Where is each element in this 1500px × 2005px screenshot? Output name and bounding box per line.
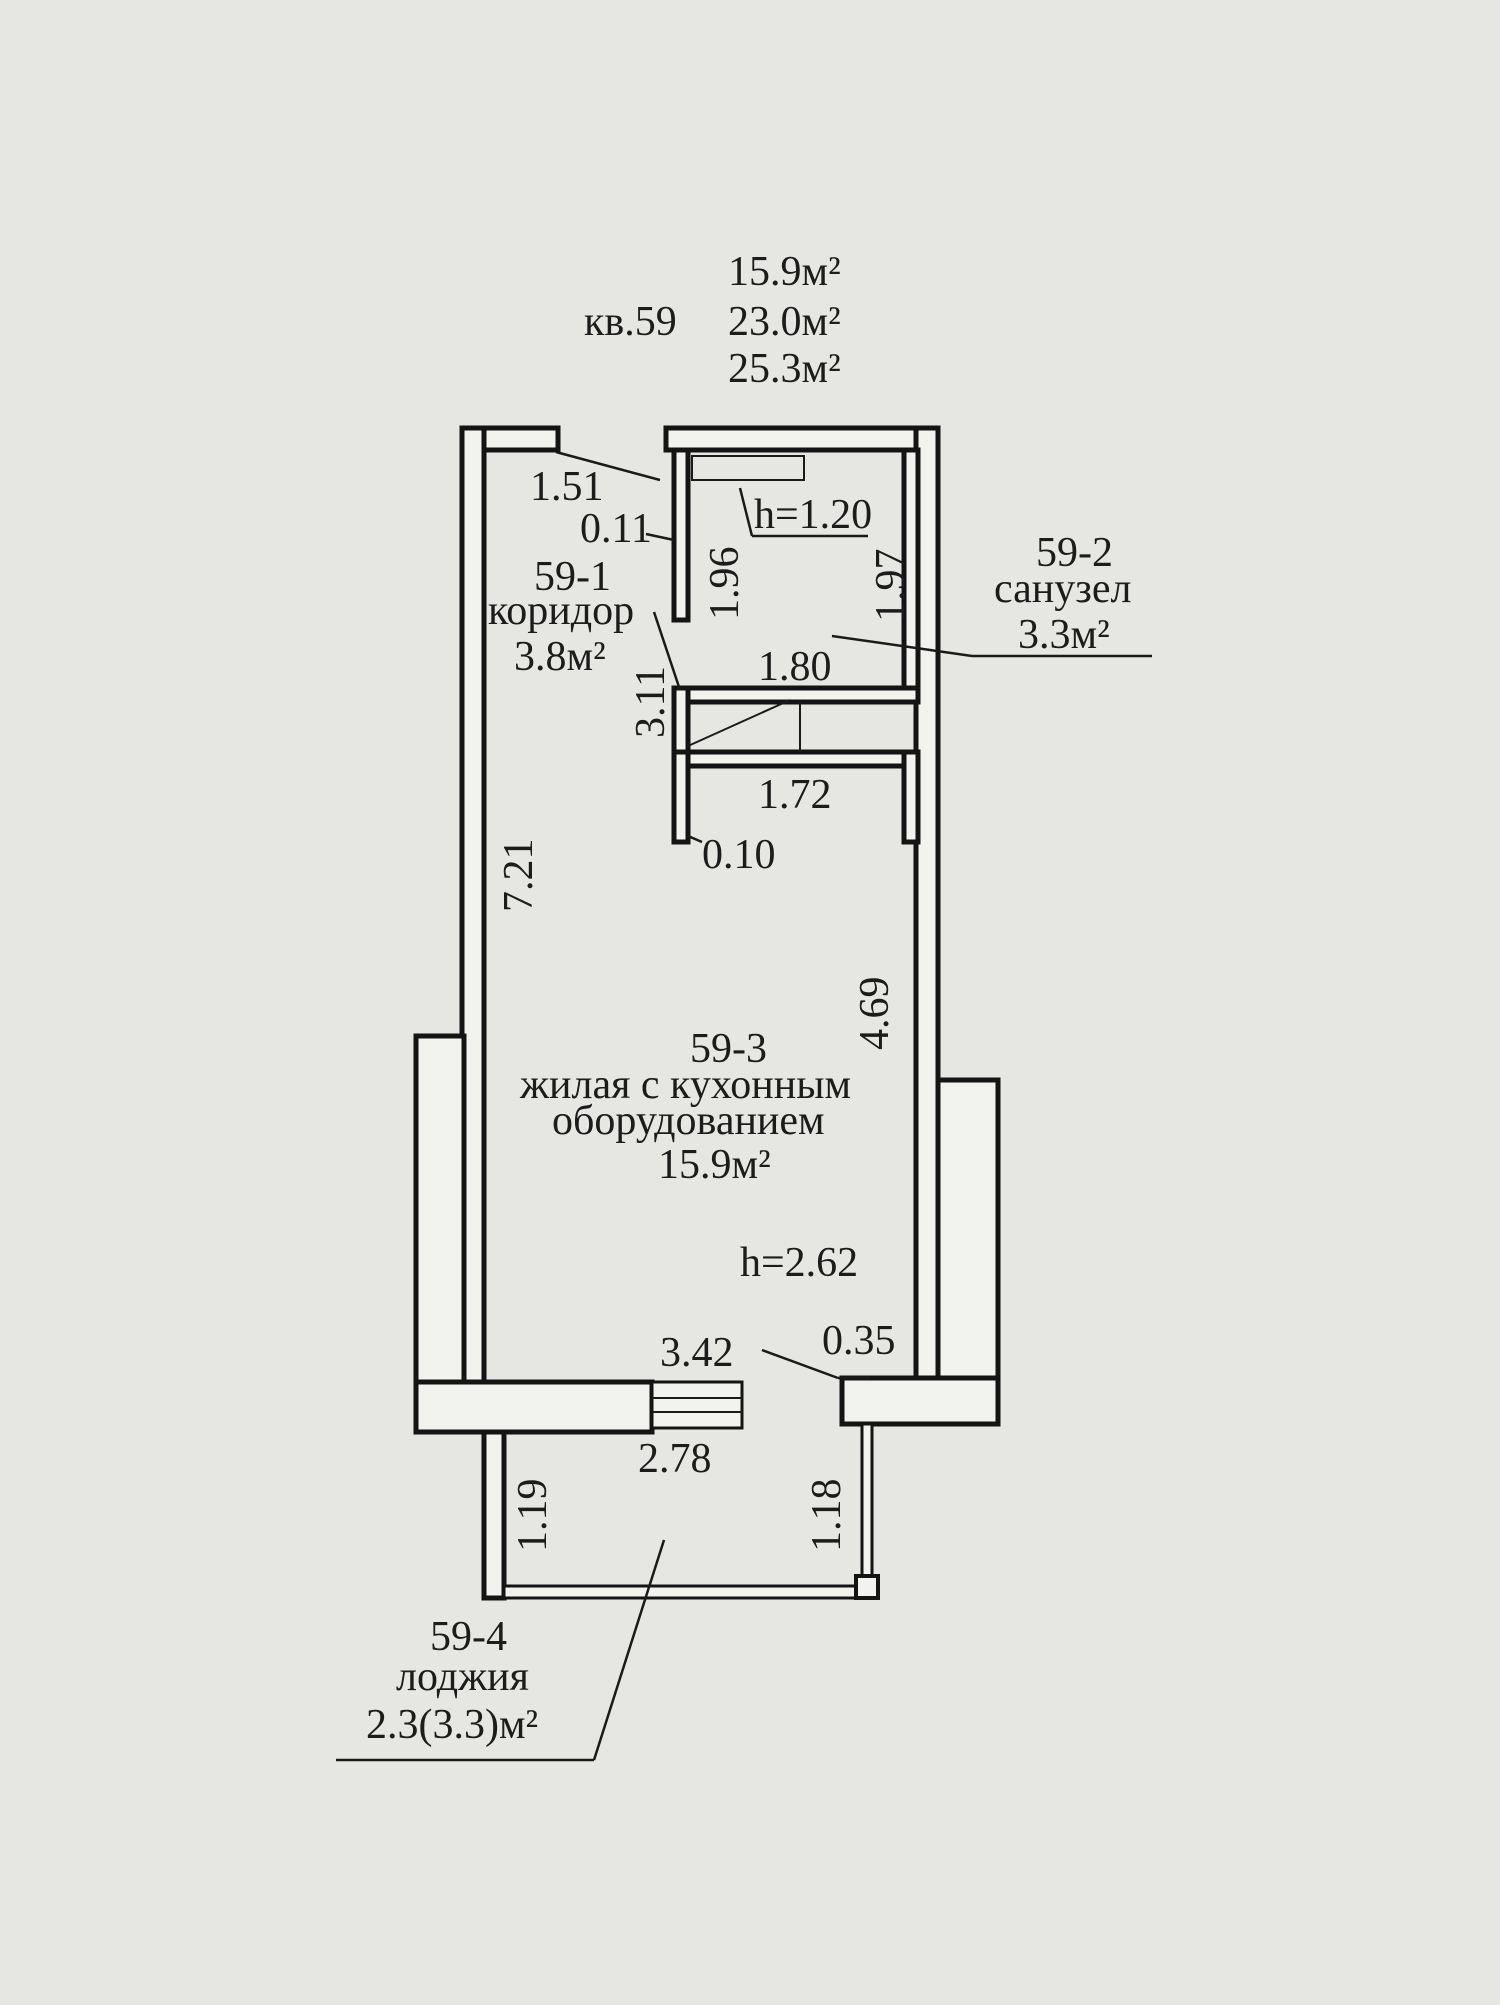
room-bathroom-number: 59-2 bbox=[1036, 530, 1113, 576]
leader-0-10 bbox=[687, 834, 703, 844]
room-corridor-number: 59-1 bbox=[534, 554, 611, 600]
wall-bottom-right bbox=[839, 1375, 1001, 1427]
leader-0-11 bbox=[645, 532, 675, 542]
window-bottom bbox=[650, 1380, 744, 1430]
loggia-wall-left bbox=[481, 1429, 507, 1601]
wall-right-pier bbox=[935, 1077, 1001, 1427]
loggia-glazing-right bbox=[860, 1422, 874, 1588]
wall-bottom-left bbox=[413, 1379, 655, 1435]
apartment-label: кв.59 bbox=[584, 299, 677, 345]
leader-h120 bbox=[738, 487, 754, 537]
leader-1-51 bbox=[555, 450, 661, 482]
dim-lower-width: 1.72 bbox=[758, 772, 832, 818]
dim-loggia-depth-right: 1.18 bbox=[804, 1479, 850, 1553]
wall-right-stub bbox=[901, 749, 921, 845]
dim-loggia-depth-left: 1.19 bbox=[510, 1479, 556, 1553]
dim-bath-niche-height: h=1.20 bbox=[754, 492, 872, 538]
room-loggia-area: 2.3(3.3)м² bbox=[366, 1702, 538, 1748]
dim-bath-right-height: 1.97 bbox=[868, 549, 914, 623]
dim-corridor-length: 3.11 bbox=[628, 666, 674, 738]
room-living-height: h=2.62 bbox=[740, 1240, 858, 1286]
leader-corridor bbox=[652, 611, 682, 691]
leader-loggia bbox=[592, 1539, 666, 1761]
wall-storage-bottom bbox=[671, 749, 921, 769]
bath-niche bbox=[691, 455, 805, 481]
loggia-glazing-bottom bbox=[502, 1584, 862, 1600]
room-corridor-area: 3.8м² bbox=[514, 634, 606, 680]
dim-bath-left-height: 1.96 bbox=[702, 547, 748, 621]
room-bathroom-area: 3.3м² bbox=[1018, 612, 1110, 658]
apartment-area-with-loggia: 25.3м² bbox=[728, 346, 841, 392]
dim-entry-width: 1.51 bbox=[530, 464, 604, 510]
room-living-name-line1: жилая с кухонным bbox=[519, 1062, 851, 1108]
dim-wall-thickness-bottom: 0.35 bbox=[822, 1318, 896, 1364]
room-living-name-line2: оборудованием bbox=[552, 1098, 825, 1144]
dim-room-length-right: 4.69 bbox=[852, 977, 898, 1051]
wall-left-pier bbox=[413, 1033, 467, 1435]
wall-bath-door-jamb bbox=[671, 685, 691, 761]
room-living-area: 15.9м² bbox=[658, 1142, 771, 1188]
dim-wall-thickness-top: 0.11 bbox=[580, 506, 652, 552]
room-bathroom-name: санузел bbox=[994, 566, 1131, 612]
room-corridor-name: коридор bbox=[488, 588, 634, 634]
dim-room-width: 3.42 bbox=[660, 1330, 734, 1376]
apartment-area-total: 23.0м² bbox=[728, 299, 841, 345]
loggia-corner-post bbox=[854, 1574, 880, 1600]
dim-wall-thickness-mid: 0.10 bbox=[702, 832, 776, 878]
dim-bath-width: 1.80 bbox=[758, 644, 832, 690]
wall-bath-bottom bbox=[683, 685, 921, 705]
wall-top-right bbox=[663, 425, 941, 453]
room-loggia-number: 59-4 bbox=[430, 1614, 507, 1660]
wall-corridor-mid bbox=[671, 749, 691, 845]
room-living-number: 59-3 bbox=[690, 1026, 767, 1072]
dim-room-length-left: 7.21 bbox=[496, 839, 542, 913]
room-loggia-name: лоджия bbox=[396, 1654, 529, 1700]
storage-diagonal bbox=[687, 699, 791, 747]
apartment-area-living: 15.9м² bbox=[728, 249, 841, 295]
leader-bathroom bbox=[831, 634, 973, 658]
dim-loggia-width: 2.78 bbox=[638, 1436, 712, 1482]
leader-0-35 bbox=[761, 1348, 839, 1380]
wall-bath-left-upper bbox=[671, 447, 691, 623]
